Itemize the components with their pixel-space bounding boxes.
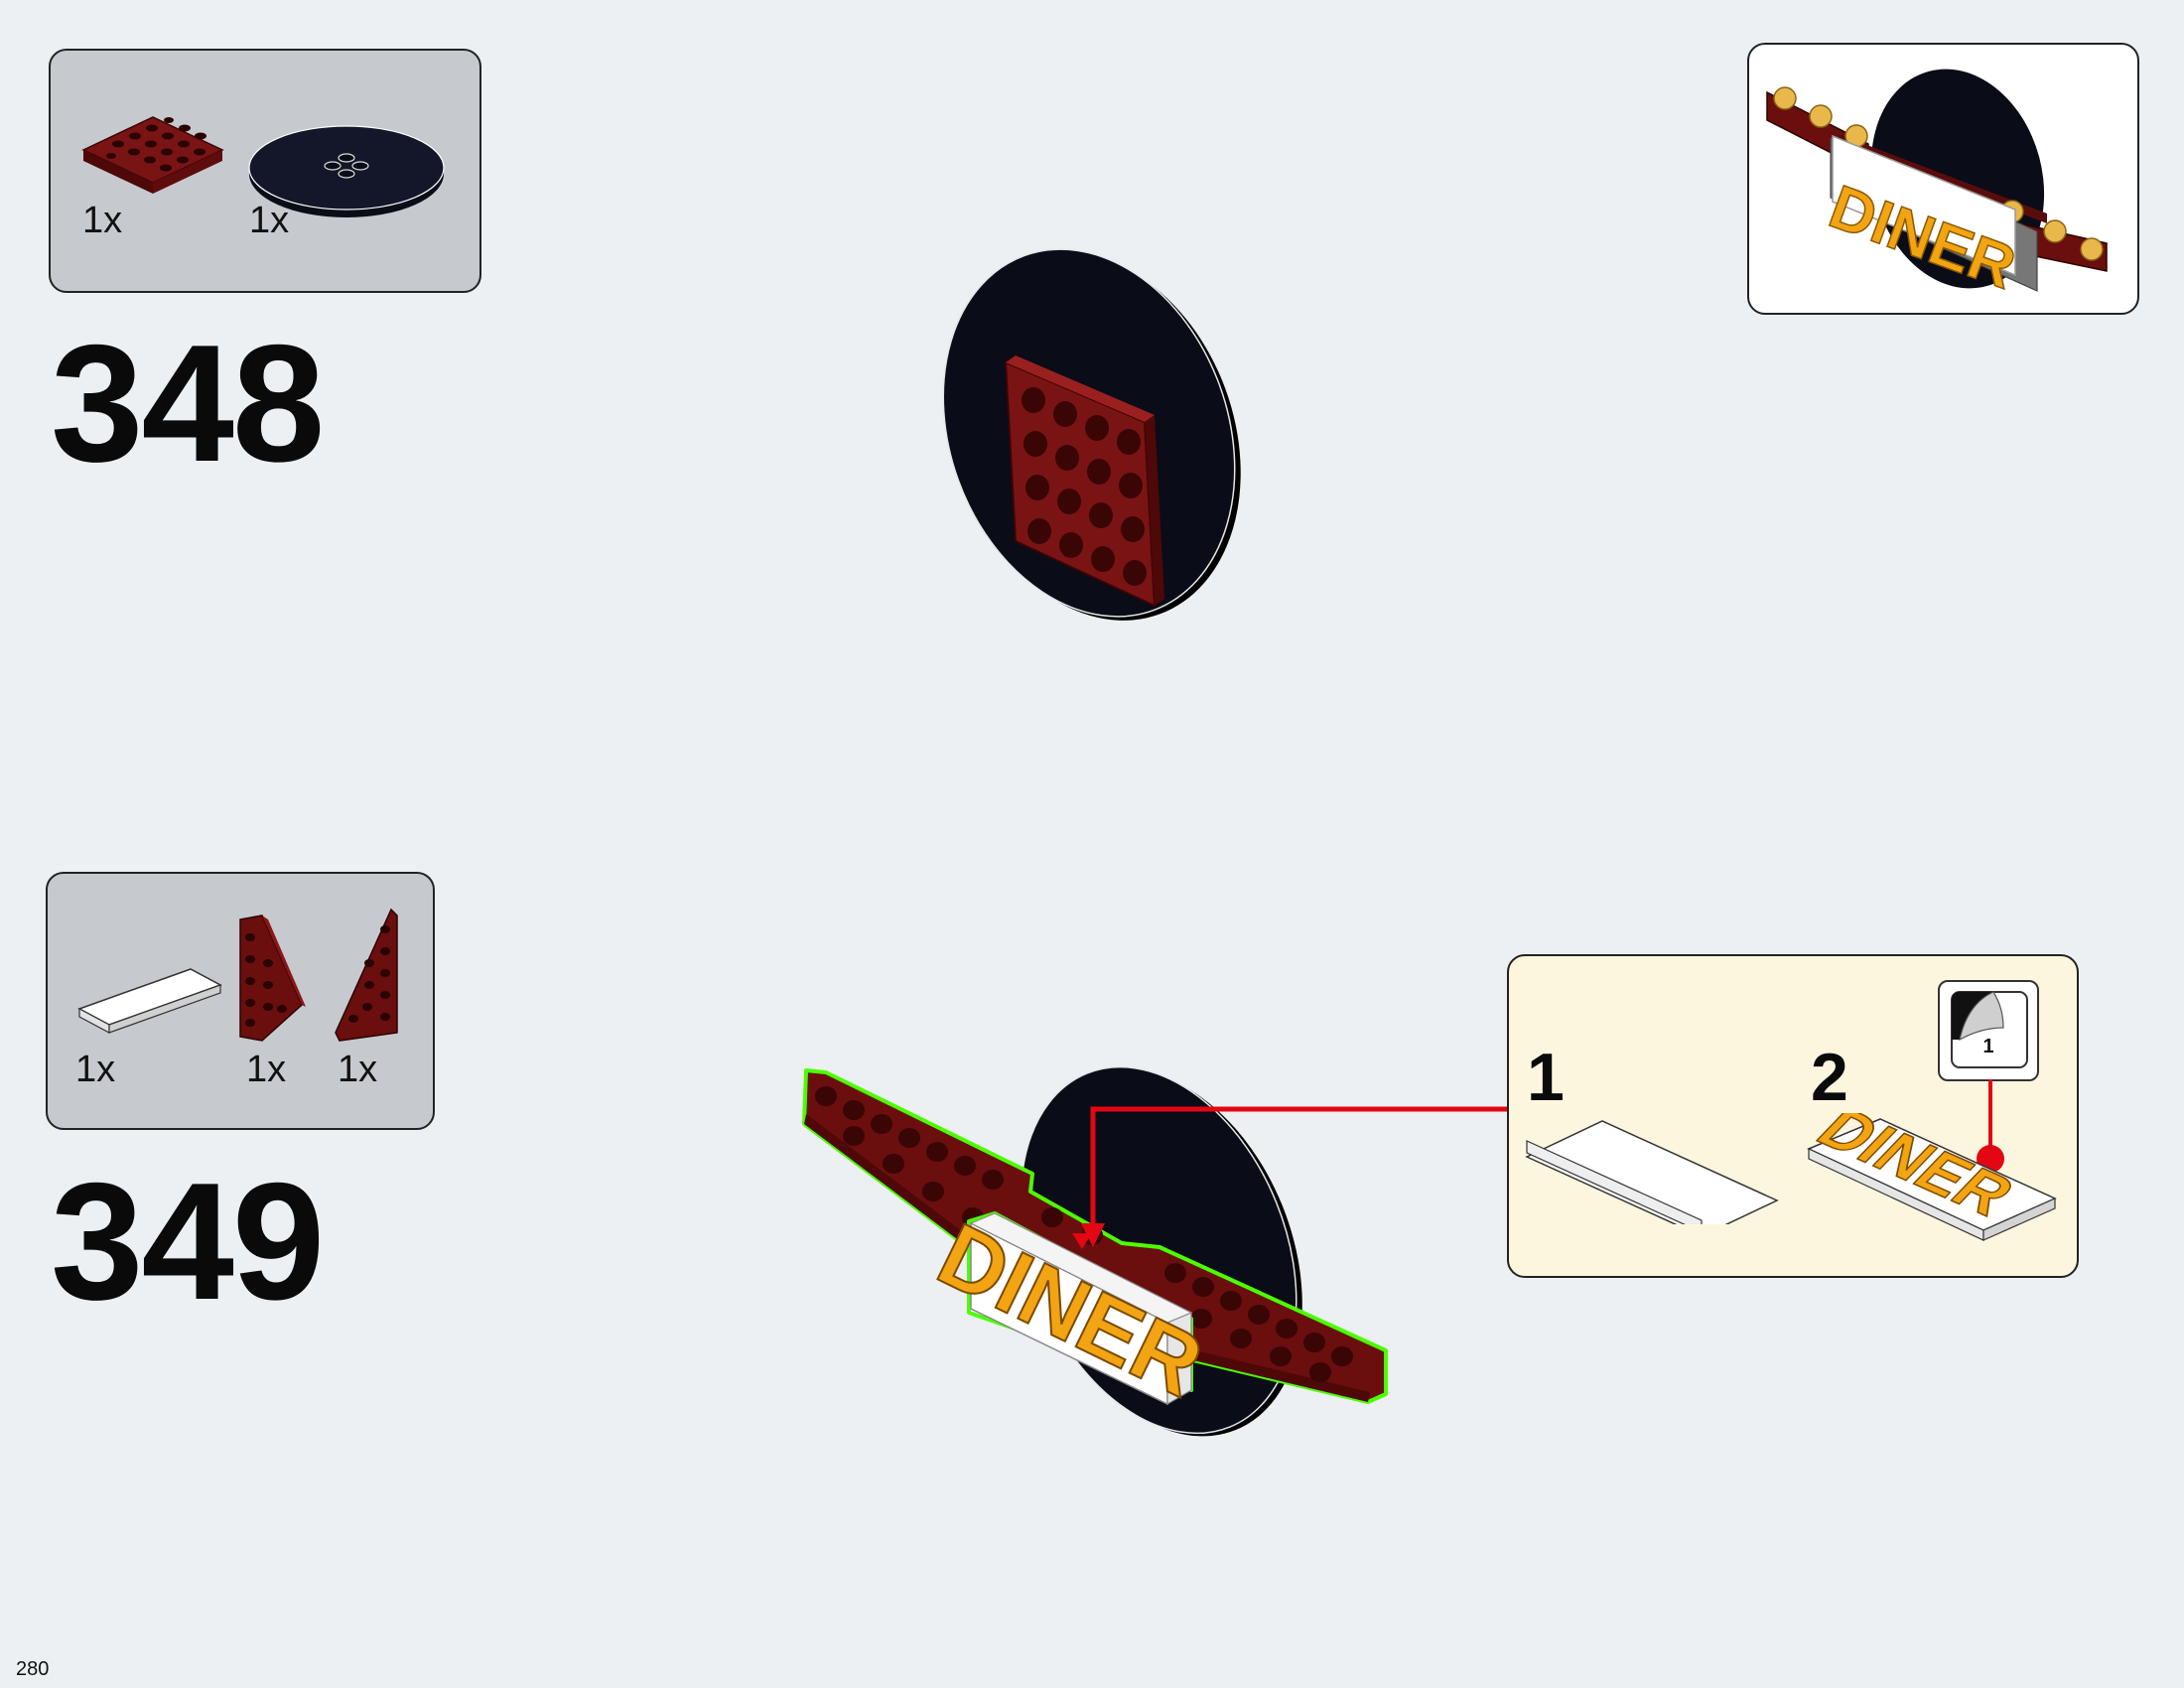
part-qty: 1x [75, 1049, 116, 1090]
part-qty: 1x [82, 200, 123, 241]
substep-number: 2 [1811, 1040, 1848, 1115]
white-tile-icon [1525, 1120, 1779, 1224]
page-number: 280 [16, 1658, 50, 1680]
wedge-plate-left-icon [239, 914, 306, 1042]
round-plate-black-icon [248, 125, 445, 217]
substep-number: 1 [1527, 1040, 1565, 1115]
parts-list-step-348: 1x 1x [49, 49, 481, 293]
parts-list-step-349: 1x 1x 1x [46, 872, 435, 1130]
tile-white-icon [77, 968, 222, 1034]
step-number: 348 [51, 310, 325, 496]
assembly-preview: DINER [1747, 43, 2139, 315]
plate-4x4-dark-red-icon [81, 116, 224, 194]
arrow-head-icon [1072, 1233, 1092, 1249]
sticker-callout-box: 1 2 1 DINER [1507, 954, 2079, 1278]
step-349-assembly: DINER [802, 1065, 1388, 1437]
step-number: 349 [51, 1148, 325, 1335]
part-qty: 1x [338, 1049, 378, 1090]
part-qty: 1x [249, 200, 290, 241]
sticker-peel-icon [1951, 991, 2028, 1068]
part-qty: 1x [246, 1049, 287, 1090]
sticker-number: 1 [1982, 1036, 1994, 1057]
step-348-assembly [942, 248, 1241, 621]
callout-connector [1081, 1106, 1510, 1247]
diner-sign-preview-image: DINER [1766, 69, 2108, 303]
sticker-sheet-reference: 1 [1938, 980, 2039, 1081]
tile-with-sticker-icon: DINER [1805, 1113, 2057, 1241]
wedge-plate-right-icon [335, 908, 398, 1042]
plate-4x4-on-round [1004, 355, 1164, 608]
